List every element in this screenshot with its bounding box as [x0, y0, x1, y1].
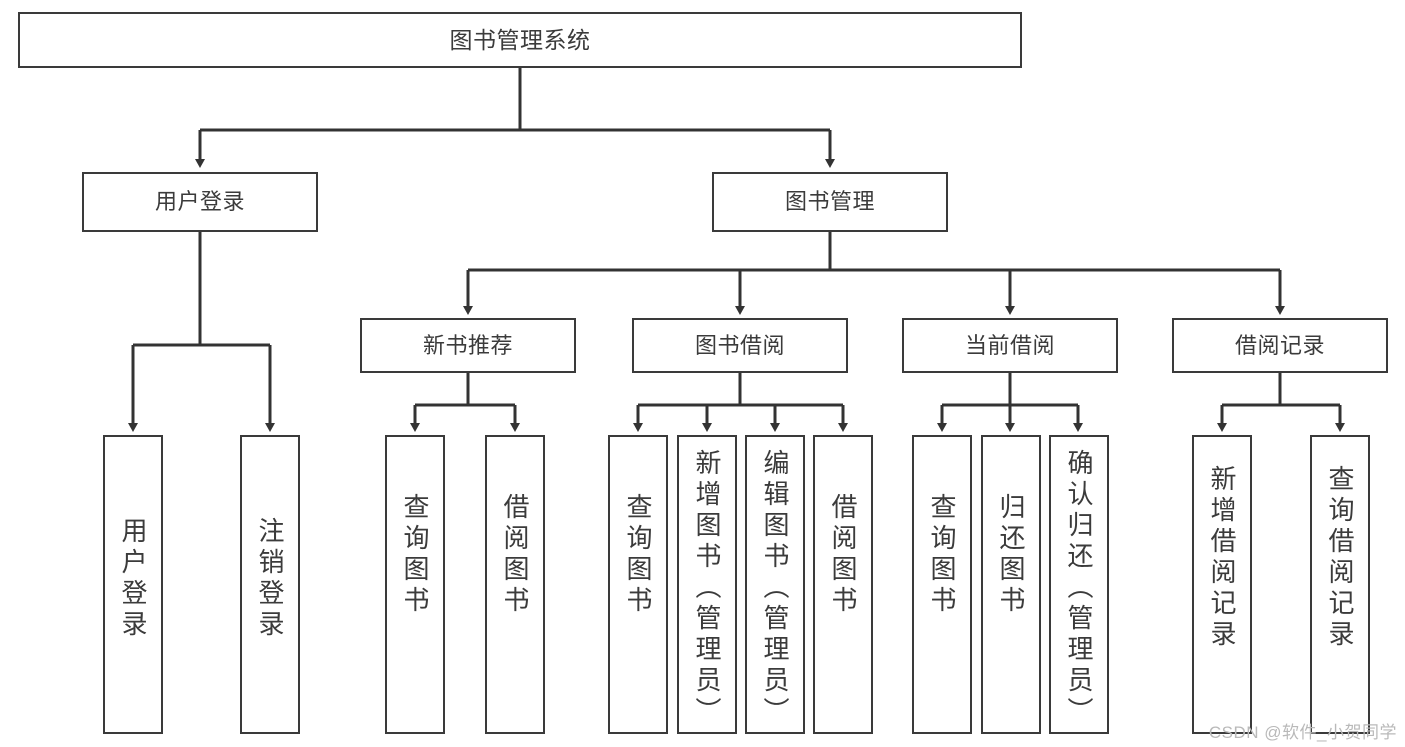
leaf-query-book-current[interactable]: 查询图书 [912, 435, 972, 734]
leaf-user-login-label: 用户登录 [118, 517, 148, 641]
leaf-borrow-book[interactable]: 借阅图书 [813, 435, 873, 734]
leaf-user-login[interactable]: 用户登录 [103, 435, 163, 734]
leaf-query-borrow-record-label: 查询借阅记录 [1325, 465, 1355, 651]
node-borrow-record[interactable]: 借阅记录 [1172, 318, 1388, 373]
node-root[interactable]: 图书管理系统 [18, 12, 1022, 68]
watermark: CSDN @软件_小贺同学 [1208, 723, 1397, 742]
leaf-query-book-borrow[interactable]: 查询图书 [608, 435, 668, 734]
leaf-add-borrow-record-label: 新增借阅记录 [1207, 465, 1237, 651]
leaf-query-book-recommend-label: 查询图书 [400, 493, 430, 617]
leaf-edit-book-admin[interactable]: 编辑图书（管理员） [745, 435, 805, 734]
node-borrow-record-label: 借阅记录 [1234, 332, 1325, 358]
leaf-logout[interactable]: 注销登录 [240, 435, 300, 734]
leaf-return-book[interactable]: 归还图书 [981, 435, 1041, 734]
node-new-book-recommend[interactable]: 新书推荐 [360, 318, 576, 373]
leaf-confirm-return-admin[interactable]: 确认归还（管理员） [1049, 435, 1109, 734]
node-book-borrow[interactable]: 图书借阅 [632, 318, 848, 373]
leaf-borrow-book-recommend-label: 借阅图书 [500, 493, 530, 617]
leaf-query-borrow-record[interactable]: 查询借阅记录 [1310, 435, 1370, 734]
node-current-borrow[interactable]: 当前借阅 [902, 318, 1118, 373]
leaf-logout-label: 注销登录 [255, 517, 285, 641]
leaf-borrow-book-label: 借阅图书 [828, 493, 858, 617]
node-current-borrow-label: 当前借阅 [964, 332, 1055, 358]
node-book-management-label: 图书管理 [784, 189, 875, 215]
node-user-login-label: 用户登录 [154, 189, 245, 215]
leaf-borrow-book-recommend[interactable]: 借阅图书 [485, 435, 545, 734]
node-book-management[interactable]: 图书管理 [712, 172, 948, 232]
leaf-confirm-return-admin-label: 确认归还（管理员） [1064, 449, 1094, 728]
leaf-return-book-label: 归还图书 [996, 493, 1026, 617]
leaf-edit-book-admin-label: 编辑图书（管理员） [760, 449, 790, 728]
leaf-add-borrow-record[interactable]: 新增借阅记录 [1192, 435, 1252, 734]
node-new-book-recommend-label: 新书推荐 [422, 332, 513, 358]
leaf-query-book-current-label: 查询图书 [927, 493, 957, 617]
node-book-borrow-label: 图书借阅 [694, 332, 785, 358]
node-root-label: 图书管理系统 [449, 26, 591, 53]
leaf-query-book-recommend[interactable]: 查询图书 [385, 435, 445, 734]
leaf-query-book-borrow-label: 查询图书 [623, 493, 653, 617]
leaf-add-book-admin[interactable]: 新增图书（管理员） [677, 435, 737, 734]
node-user-login[interactable]: 用户登录 [82, 172, 318, 232]
leaf-add-book-admin-label: 新增图书（管理员） [692, 449, 722, 728]
